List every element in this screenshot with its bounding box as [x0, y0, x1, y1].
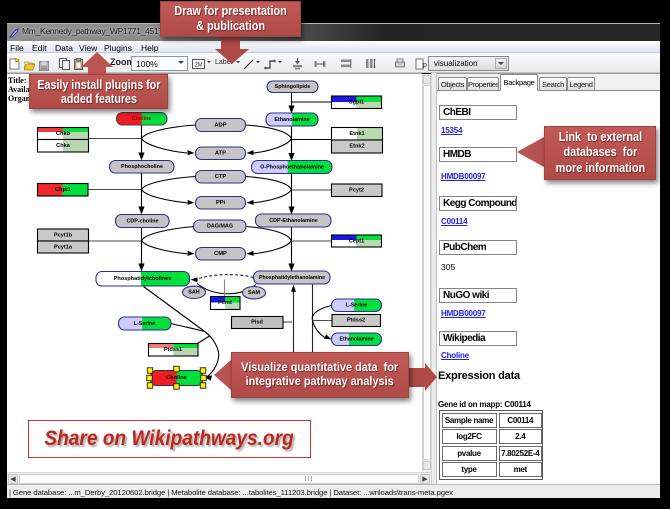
svg-text:DAG/MAG: DAG/MAG [207, 224, 233, 230]
svg-text:Pisd: Pisd [251, 320, 263, 326]
svg-text:Ethanolamine: Ethanolamine [339, 337, 373, 343]
svg-text:Etnk1: Etnk1 [349, 131, 364, 137]
svg-text:ATP: ATP [215, 151, 226, 157]
svg-text:Ptdss1: Ptdss1 [164, 347, 182, 353]
svg-text:Chpt1: Chpt1 [55, 187, 71, 193]
svg-text:Chkb: Chkb [56, 131, 71, 137]
svg-text:Pcyt2: Pcyt2 [349, 188, 364, 194]
svg-text:Ethanolamine: Ethanolamine [274, 117, 309, 123]
svg-text:SAH: SAH [188, 290, 199, 296]
svg-text:CTP: CTP [215, 174, 227, 180]
svg-text:CDP-choline: CDP-choline [126, 219, 158, 225]
svg-text:Pemt: Pemt [218, 300, 232, 306]
svg-text:Phosphatidylcholines: Phosphatidylcholines [114, 276, 172, 282]
svg-text:PPi: PPi [216, 200, 226, 206]
svg-text:O-Phosphoethanolamine: O-Phosphoethanolamine [260, 165, 324, 171]
svg-text:Choline: Choline [166, 375, 187, 381]
svg-text:L-Serine: L-Serine [346, 303, 368, 309]
svg-text:Sphingolipids: Sphingolipids [275, 84, 311, 90]
svg-text:2M: 2M [194, 63, 202, 69]
svg-text:Ptdss2: Ptdss2 [347, 318, 365, 324]
svg-text:Choline: Choline [132, 116, 152, 122]
svg-text:Phosphatidylethanolamine: Phosphatidylethanolamine [259, 275, 325, 281]
svg-text:Chka: Chka [56, 143, 71, 149]
svg-text:Sgpl1: Sgpl1 [349, 100, 364, 106]
svg-text:p: p [423, 62, 427, 69]
svg-text:CMP: CMP [214, 251, 227, 257]
svg-text:Pcyt1a: Pcyt1a [54, 245, 73, 251]
svg-text:CDP-Ethanolamine: CDP-Ethanolamine [269, 218, 318, 224]
svg-text:L-Serine: L-Serine [134, 321, 156, 327]
svg-text:Phosphocholine: Phosphocholine [121, 164, 163, 170]
svg-text:SAM: SAM [248, 290, 260, 296]
svg-text:Cept1: Cept1 [349, 239, 365, 245]
svg-text:ADP: ADP [214, 123, 226, 129]
svg-text:Pcyt1b: Pcyt1b [54, 233, 73, 239]
svg-text:Etnk2: Etnk2 [349, 144, 364, 150]
